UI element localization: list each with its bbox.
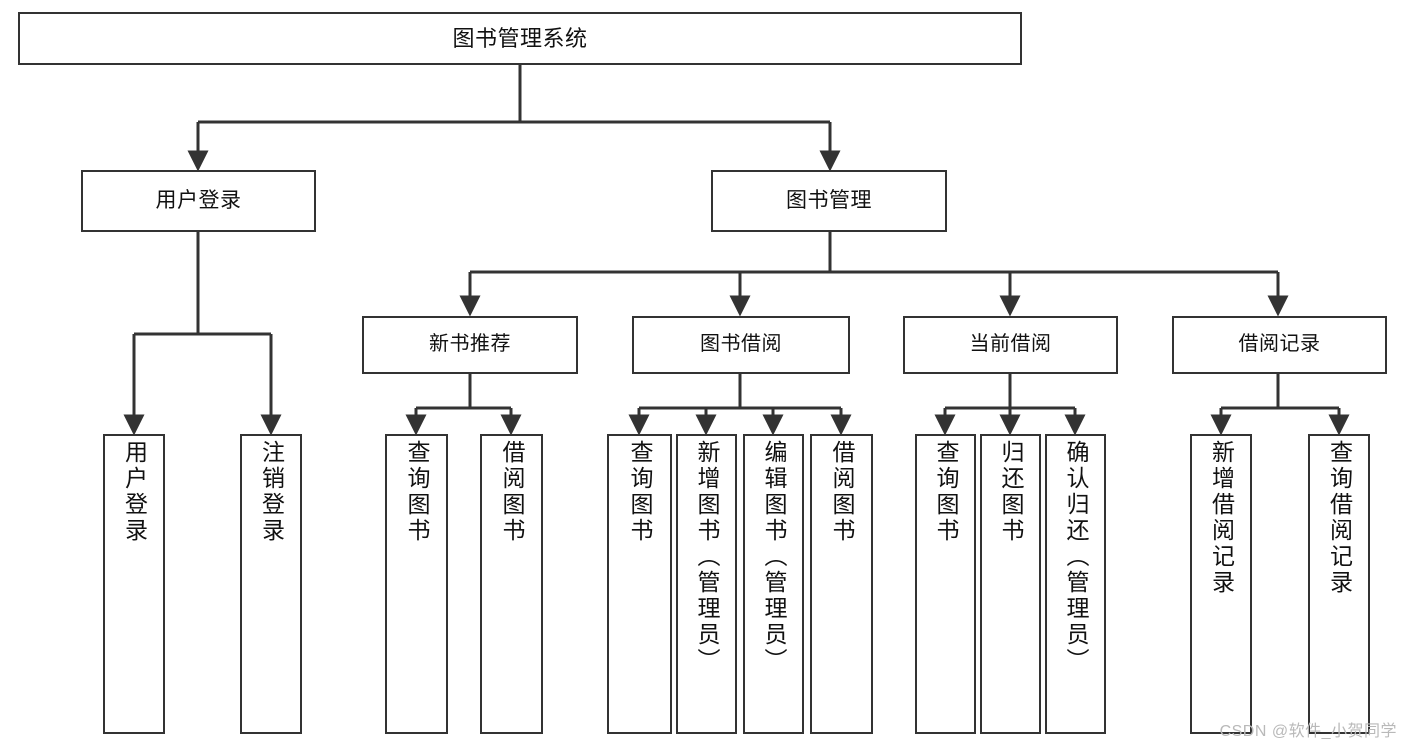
node-label: 确认归还（管理员） (1063, 440, 1089, 674)
node-borrow-records[interactable]: 借阅记录 (1172, 316, 1387, 374)
node-leaf-borrow-record-add[interactable]: 新增借阅记录 (1190, 434, 1252, 734)
node-leaf-new-book-query[interactable]: 查询图书 (385, 434, 448, 734)
node-leaf-new-book-borrow[interactable]: 借阅图书 (480, 434, 543, 734)
node-label: 借阅记录 (1238, 333, 1321, 356)
node-leaf-current-borrow-confirm-return[interactable]: 确认归还（管理员） (1045, 434, 1106, 734)
node-book-borrow[interactable]: 图书借阅 (632, 316, 850, 374)
node-leaf-book-borrow-borrow[interactable]: 借阅图书 (810, 434, 873, 734)
node-label: 查询借阅记录 (1326, 440, 1353, 596)
node-label: 借阅图书 (829, 440, 855, 544)
node-leaf-user-login-signout[interactable]: 注销登录 (240, 434, 302, 734)
node-leaf-current-borrow-return[interactable]: 归还图书 (980, 434, 1041, 734)
node-label: 查询图书 (627, 440, 653, 544)
node-root-book-management-system[interactable]: 图书管理系统 (18, 12, 1022, 65)
node-leaf-borrow-record-query[interactable]: 查询借阅记录 (1308, 434, 1370, 734)
node-label: 图书管理系统 (452, 25, 588, 51)
node-leaf-book-borrow-add[interactable]: 新增图书（管理员） (676, 434, 737, 734)
node-leaf-current-borrow-query[interactable]: 查询图书 (915, 434, 976, 734)
node-leaf-user-login-signin[interactable]: 用户登录 (103, 434, 165, 734)
node-user-login[interactable]: 用户登录 (81, 170, 316, 232)
node-leaf-book-borrow-edit[interactable]: 编辑图书（管理员） (743, 434, 804, 734)
node-label: 编辑图书（管理员） (761, 440, 787, 674)
csdn-watermark: CSDN @软件_小贺同学 (1219, 723, 1397, 740)
node-leaf-book-borrow-query[interactable]: 查询图书 (607, 434, 672, 734)
node-book-management[interactable]: 图书管理 (711, 170, 947, 232)
node-label: 归还图书 (998, 440, 1024, 544)
node-label: 新增借阅记录 (1208, 440, 1235, 596)
node-label: 新增图书（管理员） (694, 440, 720, 674)
node-label: 图书借阅 (700, 333, 782, 356)
node-label: 查询图书 (933, 440, 959, 544)
node-new-book-recommend[interactable]: 新书推荐 (362, 316, 578, 374)
node-label: 查询图书 (404, 440, 430, 544)
node-label: 用户登录 (121, 440, 148, 544)
node-label: 用户登录 (155, 188, 242, 212)
node-label: 借阅图书 (499, 440, 525, 544)
node-label: 新书推荐 (429, 333, 511, 356)
node-current-borrow[interactable]: 当前借阅 (903, 316, 1118, 374)
node-label: 图书管理 (786, 188, 872, 212)
node-label: 注销登录 (258, 440, 285, 544)
node-label: 当前借阅 (969, 333, 1052, 356)
